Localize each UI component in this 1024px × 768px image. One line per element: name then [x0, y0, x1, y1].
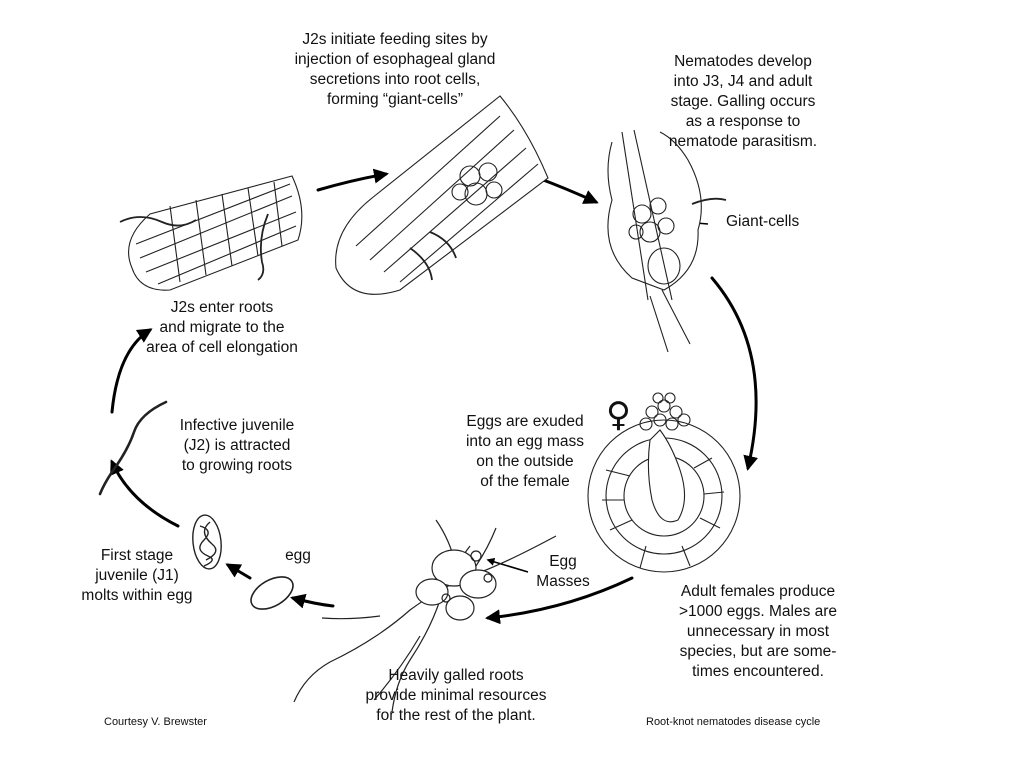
arrow-enter-to-feeding [316, 168, 389, 192]
feeding-site-illustration [335, 95, 549, 295]
label-feeding-sites: J2s initiate feeding sites by injection … [294, 31, 496, 108]
female-symbol-icon: ♀ [606, 395, 631, 435]
label-enter-roots: J2s enter roots and migrate to the area … [146, 299, 298, 356]
root-tip-illustration [119, 175, 303, 291]
pointer-egg-masses [486, 558, 529, 573]
label-eggs-exuded: Eggs are exuded into an egg mass on the … [465, 413, 585, 490]
label-egg-masses: Egg Masses [536, 553, 590, 590]
j1-egg-illustration [192, 514, 222, 570]
egg-illustration [250, 576, 294, 610]
j2-worm-illustration [98, 400, 168, 496]
label-infective-juvenile: Infective juvenile (J2) is attracted to … [179, 417, 295, 474]
arrow-j2-to-roots [110, 328, 153, 414]
arrow-galled-to-egg [290, 593, 335, 609]
arrow-develop-to-female [710, 276, 759, 471]
arrow-egg-to-j1 [225, 563, 252, 580]
arrow-feeding-to-develop [536, 176, 599, 204]
footer-credit: Courtesy V. Brewster [104, 716, 207, 728]
arrow-j1-to-j2 [110, 459, 180, 528]
label-galled-roots: Heavily galled roots provide minimal res… [365, 667, 547, 724]
label-develop-adult: Nematodes develop into J3, J4 and adult … [668, 53, 818, 150]
arrow-female-to-galled [485, 576, 634, 625]
galled-roots-illustration [293, 519, 557, 713]
label-egg: egg [285, 547, 311, 564]
female-egg-mass-illustration [587, 392, 741, 573]
label-giant-cells: Giant-cells [726, 213, 800, 230]
label-first-stage: First stage juvenile (J1) molts within e… [81, 547, 193, 604]
galled-root-illustration [607, 129, 727, 353]
label-adult-females: Adult females produce >1000 eggs. Males … [678, 583, 838, 680]
footer-caption: Root-knot nematodes disease cycle [646, 716, 821, 728]
